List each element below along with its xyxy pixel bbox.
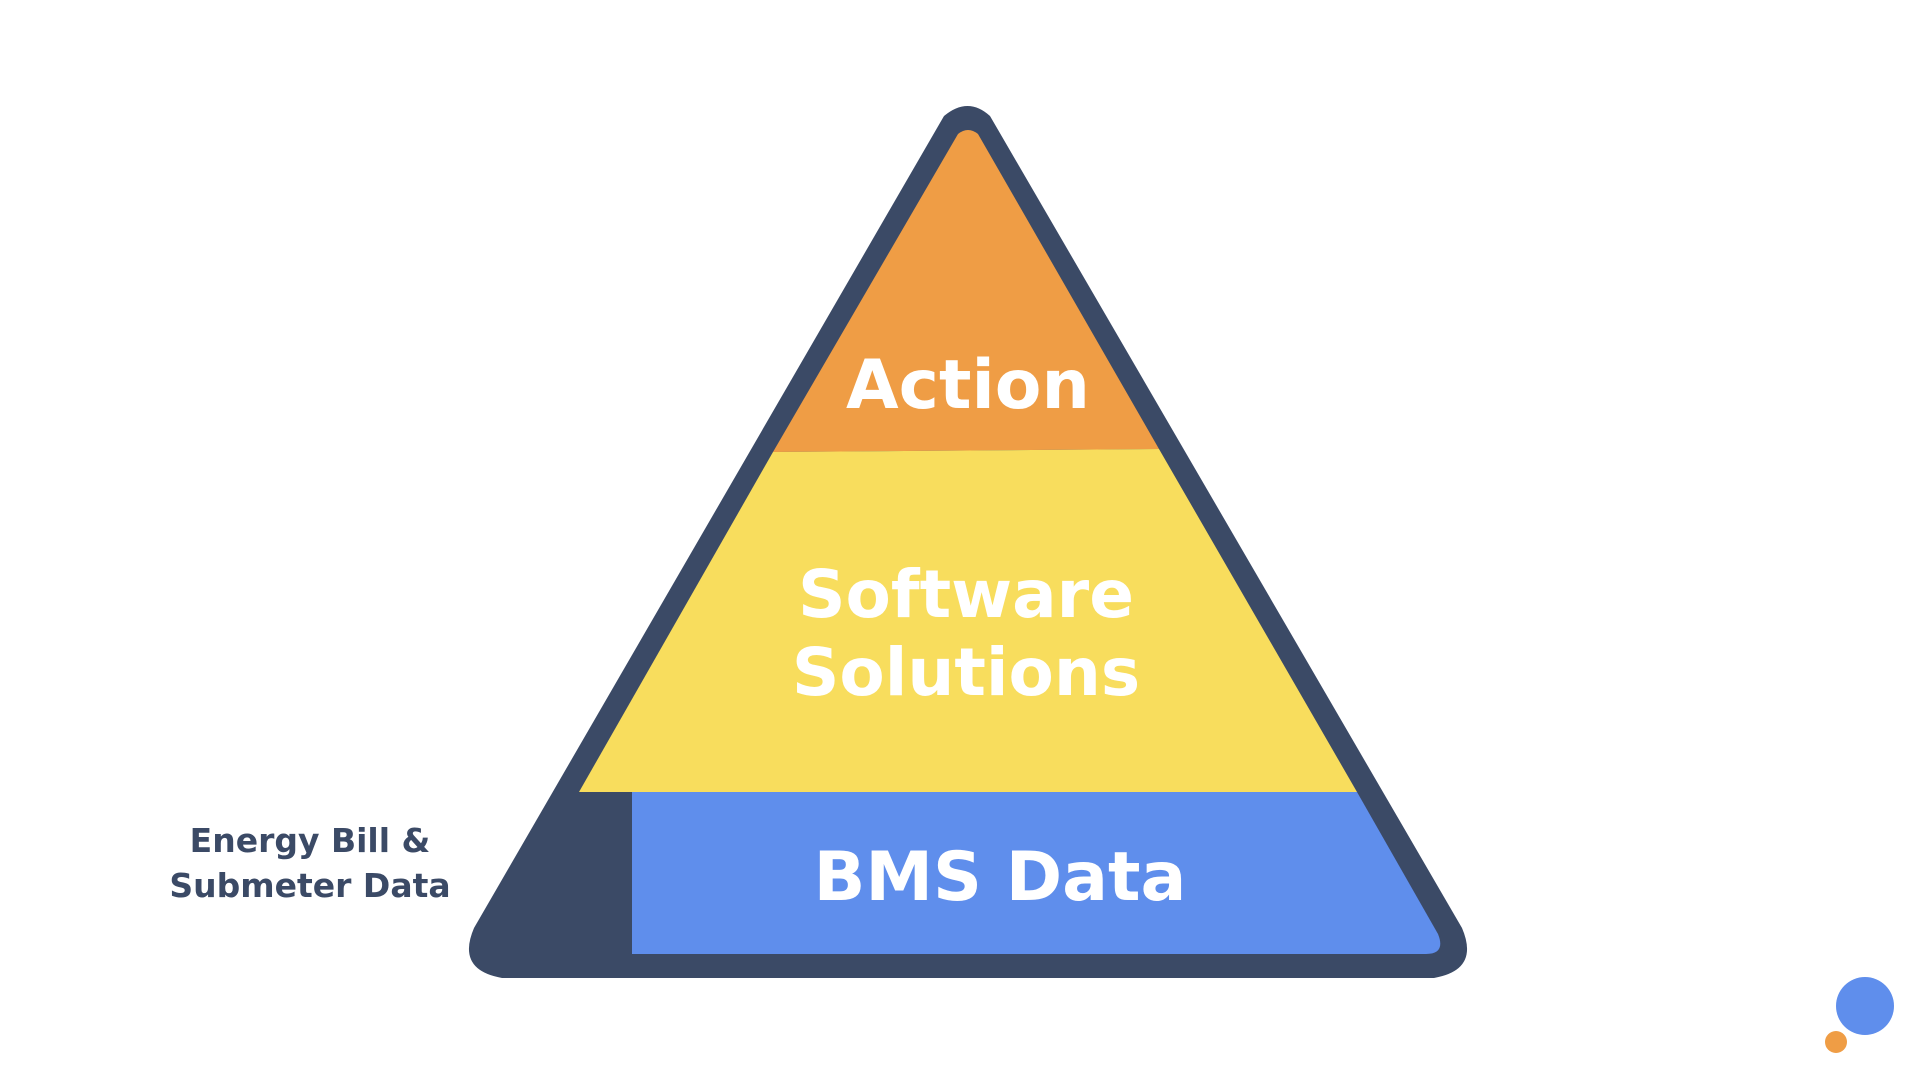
decorative-blue-dot	[1836, 977, 1894, 1035]
layer-label-bms-data: BMS Data	[814, 838, 1187, 917]
layer-label-solutions: Solutions	[792, 634, 1140, 711]
pyramid-layer-bms-data	[632, 792, 1441, 954]
layer-label-action: Action	[846, 346, 1090, 425]
pyramid-layer-software-solutions	[579, 449, 1357, 792]
pyramid-layer-action	[773, 130, 1159, 452]
base-segment-label-line-2: Submeter Data	[169, 866, 451, 905]
layer-label-software: Software	[798, 556, 1134, 633]
base-segment-label-line-1: Energy Bill &	[189, 821, 431, 860]
base-segment-label: Energy Bill & Submeter Data	[160, 818, 460, 908]
decorative-orange-dot	[1825, 1031, 1847, 1053]
